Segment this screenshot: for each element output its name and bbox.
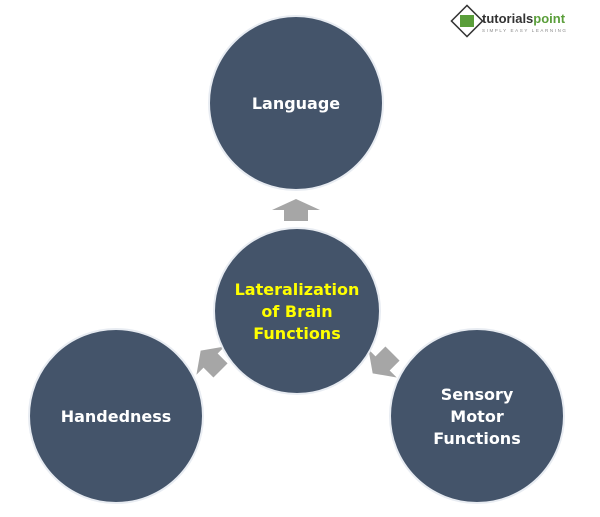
node-handedness: Handedness bbox=[28, 328, 204, 504]
logo-tagline: SIMPLY EASY LEARNING bbox=[482, 28, 568, 33]
arrow-right-down bbox=[368, 346, 400, 378]
node-label: Sensory bbox=[441, 385, 514, 404]
center-label: Lateralization bbox=[235, 280, 360, 299]
arrow-left-down bbox=[196, 346, 228, 378]
arrow-up bbox=[272, 199, 320, 221]
node-label: Handedness bbox=[61, 407, 172, 426]
node-label: Motor bbox=[450, 407, 504, 426]
node-label: Language bbox=[252, 94, 340, 113]
node-language: Language bbox=[208, 15, 384, 191]
node-sensory-motor: Sensory Motor Functions bbox=[389, 328, 565, 504]
logo-name: tutorialspoint bbox=[482, 11, 566, 26]
node-center: Lateralization of Brain Functions bbox=[213, 227, 381, 395]
center-label: of Brain bbox=[261, 302, 332, 321]
center-label: Functions bbox=[253, 324, 340, 343]
logo-book-icon bbox=[460, 15, 474, 27]
logo: tutorialspoint SIMPLY EASY LEARNING bbox=[450, 4, 568, 38]
node-label: Functions bbox=[433, 429, 520, 448]
